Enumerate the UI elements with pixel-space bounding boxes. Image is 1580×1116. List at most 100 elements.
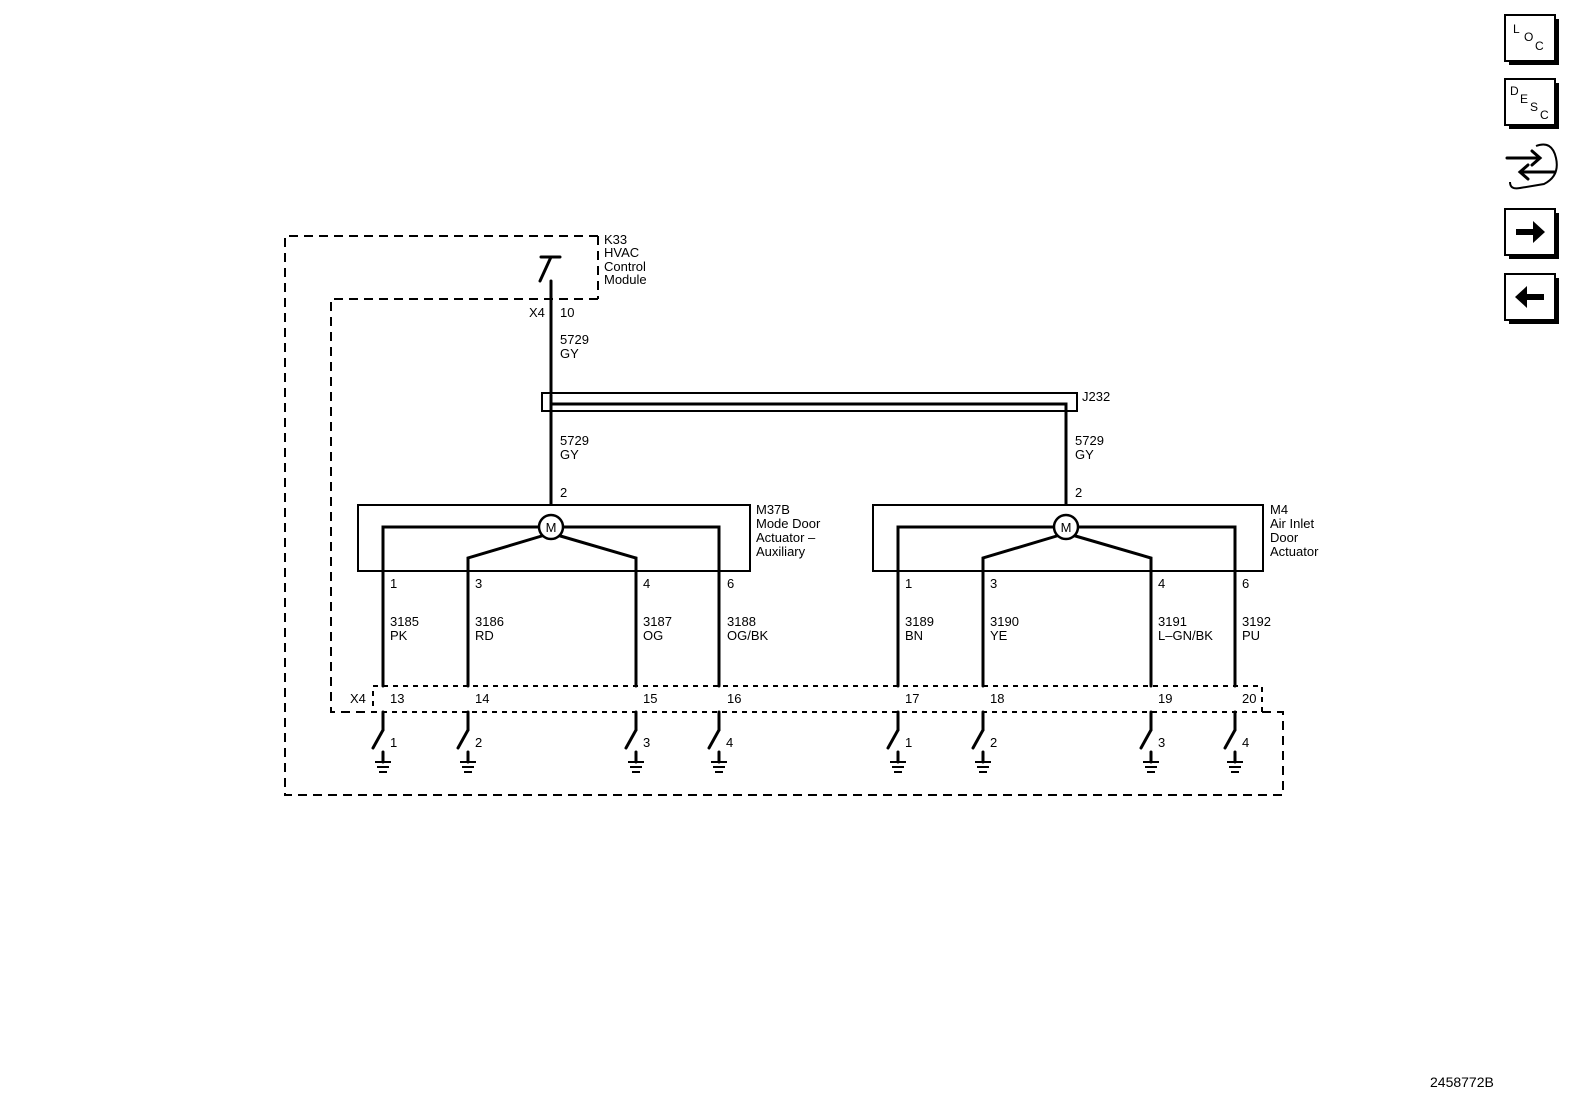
m4-feed-circuit: 5729 [1075, 433, 1104, 448]
m37b-feed-pin: 2 [560, 485, 567, 500]
m37b-circuit: 3187 [643, 614, 672, 629]
m4-wire-pin1 [896, 525, 1057, 688]
arrow-left-icon [1515, 286, 1544, 308]
m37b-name-2: Actuator – [756, 530, 816, 545]
x4-pin: 13 [390, 691, 404, 706]
desc-letter-e: E [1520, 92, 1528, 106]
m37b-name-3: Auxiliary [756, 544, 806, 559]
m37b-motor-icon [537, 513, 565, 541]
m4-circuit: 3189 [905, 614, 934, 629]
switch-blade [707, 728, 721, 750]
m4-color: YE [990, 628, 1008, 643]
m37b-pin: 1 [390, 576, 397, 591]
m4-motor-icon [1052, 513, 1080, 541]
ground-icon [460, 761, 476, 773]
arrow-right-icon [1516, 221, 1545, 243]
m4-circuit: 3192 [1242, 614, 1271, 629]
grounded-switch: 3 [624, 710, 650, 773]
connector-repair-icon[interactable] [1505, 143, 1558, 190]
desc-letter-s: S [1530, 100, 1538, 114]
x4-pin: 14 [475, 691, 489, 706]
m4-pin: 1 [905, 576, 912, 591]
m37b-wire-pin1 [381, 525, 542, 688]
loc-letter-c: C [1535, 39, 1544, 53]
m4-name-3: Actuator [1270, 544, 1319, 559]
grounded-switch: 2 [971, 710, 997, 773]
m4-pin: 4 [1158, 576, 1165, 591]
m37b-circuit: 3186 [475, 614, 504, 629]
k33-switch-blade [538, 255, 553, 283]
m37b-wire-pin3 [466, 533, 547, 688]
m37b-wire-pin4 [555, 533, 638, 688]
m4-wire-pin3 [981, 533, 1062, 688]
x4-bottom-connector: X4 [350, 691, 366, 706]
m4-color: L–GN/BK [1158, 628, 1213, 643]
m4-feed-color: GY [1075, 447, 1094, 462]
ground-icon [711, 761, 727, 773]
switch-number: 1 [390, 735, 397, 750]
wire-top-color: GY [560, 346, 579, 361]
m4-name-2: Door [1270, 530, 1299, 545]
m37b-feed-color: GY [560, 447, 579, 462]
m4-color: PU [1242, 628, 1260, 643]
grounded-switch: 1 [886, 710, 912, 773]
next-button[interactable] [1504, 208, 1559, 259]
description-button[interactable]: D E S C [1504, 78, 1559, 129]
loc-letter-o: O [1524, 30, 1533, 44]
grounded-switch: 4 [707, 710, 733, 773]
k33-name-2: Control [604, 259, 646, 274]
m37b-ref: M37B [756, 502, 790, 517]
desc-letter-c: C [1540, 108, 1549, 122]
m4-wire-pin4 [1070, 533, 1153, 688]
m4-feed-pin: 2 [1075, 485, 1082, 500]
k33-ref: K33 [604, 232, 627, 247]
loc-letter-l: L [1513, 22, 1520, 36]
m37b-name-1: Mode Door [756, 516, 821, 531]
k33-inner-boundary [330, 298, 598, 713]
ground-icon [1227, 761, 1243, 773]
ground-icon [890, 761, 906, 773]
m4-wire-pin6 [1075, 525, 1237, 688]
switch-number: 2 [990, 735, 997, 750]
m4-circuit: 3191 [1158, 614, 1187, 629]
m4-ref: M4 [1270, 502, 1288, 517]
m37b-color: PK [390, 628, 408, 643]
switch-number: 4 [726, 735, 733, 750]
m37b-color: RD [475, 628, 494, 643]
x4-pin: 20 [1242, 691, 1256, 706]
switch-blade [371, 728, 385, 750]
m37b-circuit: 3185 [390, 614, 419, 629]
desc-letter-d: D [1510, 84, 1519, 98]
x4-pin: 18 [990, 691, 1004, 706]
m4-name-1: Air Inlet [1270, 516, 1314, 531]
x4-pin: 15 [643, 691, 657, 706]
k33-outer-boundary [284, 235, 1284, 796]
switch-number: 3 [643, 735, 650, 750]
previous-button[interactable] [1504, 273, 1559, 324]
m4-color: BN [905, 628, 923, 643]
ground-icon [975, 761, 991, 773]
grounded-switch: 2 [456, 710, 482, 773]
m4-circuit: 3190 [990, 614, 1019, 629]
x4-pin: 17 [905, 691, 919, 706]
switch-blade [886, 728, 900, 750]
m37b-color: OG [643, 628, 663, 643]
switch-number: 1 [905, 735, 912, 750]
m4-motor-label: M [1061, 520, 1072, 535]
m4-pin: 3 [990, 576, 997, 591]
switch-blade [624, 728, 638, 750]
j232-splice-pack [541, 392, 1078, 412]
m37b-wire-pin6 [560, 525, 721, 688]
switch-number: 2 [475, 735, 482, 750]
location-button[interactable]: L O C [1504, 14, 1559, 65]
figure-id: 2458772B [1430, 1074, 1494, 1090]
j232-label: J232 [1082, 389, 1110, 404]
m37b-circuit: 3188 [727, 614, 756, 629]
ground-icon [628, 761, 644, 773]
switch-blade [1139, 728, 1153, 750]
grounded-switch: 3 [1139, 710, 1165, 773]
k33-name-3: Module [604, 272, 647, 287]
switch-blade [1223, 728, 1237, 750]
